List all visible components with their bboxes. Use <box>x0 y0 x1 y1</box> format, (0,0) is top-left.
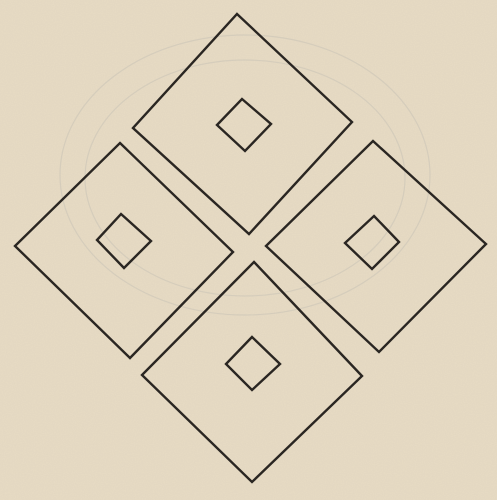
diamond-top-inner <box>215 97 273 153</box>
diamond-left-inner <box>95 212 153 270</box>
diamond-right <box>264 139 488 354</box>
diamond-right-inner <box>343 214 401 271</box>
diamond-bottom-inner <box>224 335 282 392</box>
diamond-bottom <box>140 260 364 484</box>
diamond-top-outer <box>131 12 354 236</box>
diamond-left <box>13 141 235 360</box>
diamond-right-outer <box>264 139 488 354</box>
diamond-bottom-outer <box>140 260 364 484</box>
diamond-left-outer <box>13 141 235 360</box>
diamond-top <box>131 12 354 236</box>
